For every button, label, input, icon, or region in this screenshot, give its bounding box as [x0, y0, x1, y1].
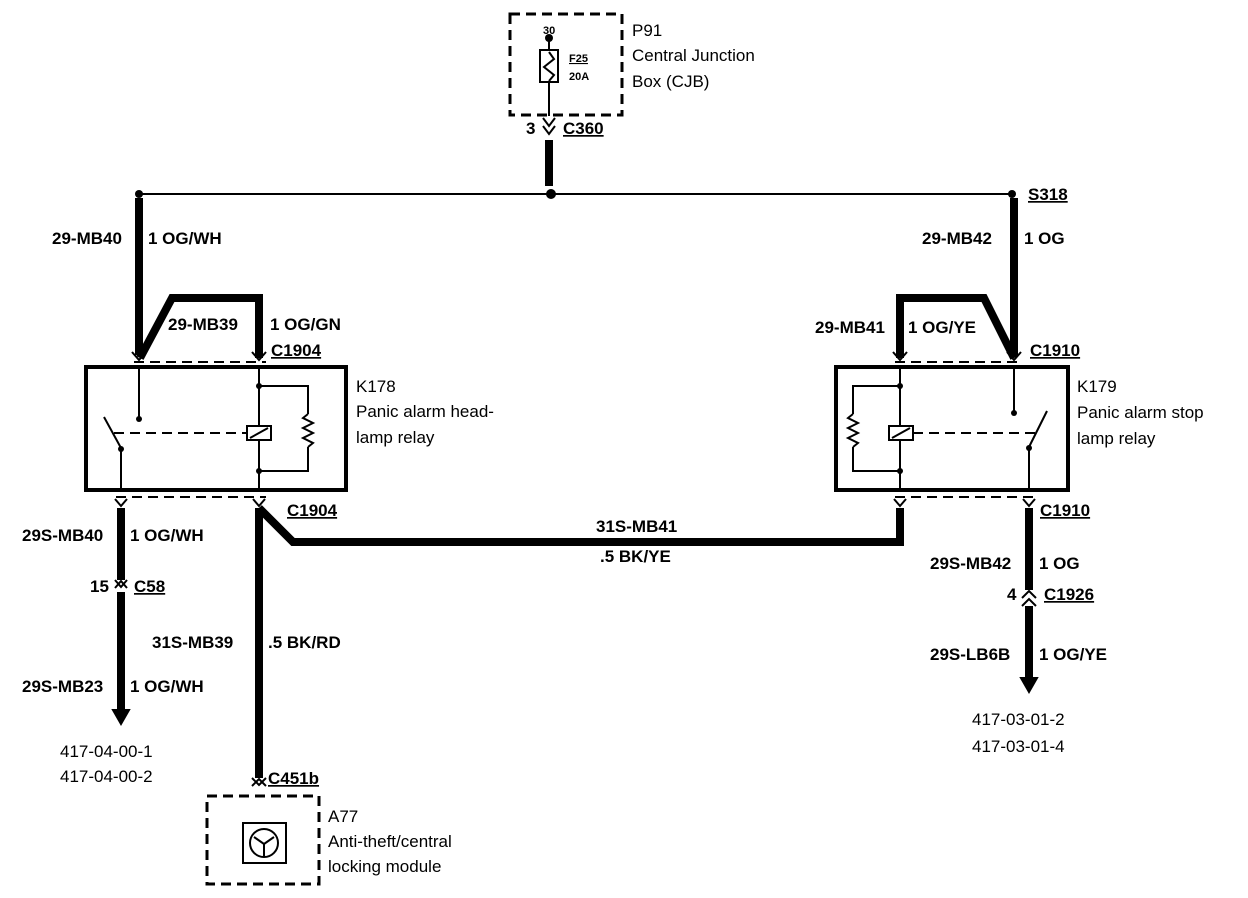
k178-name-line1: Panic alarm head- — [356, 402, 494, 421]
wire-spec-label: 1 OG/YE — [1039, 645, 1107, 664]
wire-circuit-label: 31S-MB41 — [596, 517, 677, 536]
wire-circuit-label: 29-MB41 — [815, 318, 885, 337]
fuse-pin-label: 30 — [543, 25, 555, 37]
c360-pin-label: 3 — [526, 119, 535, 138]
c58-connector: 15 C58 — [90, 577, 165, 596]
relay-k178: K178 Panic alarm head- lamp relay — [84, 365, 494, 492]
wire-spec-label: 1 OG/WH — [148, 229, 222, 248]
p91-name-line2: Box (CJB) — [632, 72, 709, 91]
c1904-top-label: C1904 — [271, 341, 322, 360]
p91-name-line1: Central Junction — [632, 46, 755, 65]
a77-id-label: A77 — [328, 807, 358, 826]
a77-name-line2: locking module — [328, 857, 441, 876]
wire-29-mb40: 29-MB40 1 OG/WH — [52, 198, 222, 355]
wire-29s-mb42: 29S-MB42 1 OG — [930, 508, 1080, 590]
wire-29-mb42: 29-MB42 1 OG — [922, 198, 1065, 355]
p91-id-label: P91 — [632, 21, 662, 40]
k179-id-label: K179 — [1077, 377, 1117, 396]
c1904-bottom-label: C1904 — [287, 501, 338, 520]
reference-label: 417-03-01-4 — [972, 737, 1065, 756]
c1910-top-label: C1910 — [1030, 341, 1080, 360]
s318-label: S318 — [1028, 185, 1068, 204]
c360-connector: 3 C360 — [526, 117, 604, 186]
c1910-top-connector: C1910 — [892, 341, 1080, 363]
c1904-bottom-connector: C1904 — [114, 496, 338, 520]
wire-circuit-label: 29S-LB6B — [930, 645, 1010, 664]
k179-name-line1: Panic alarm stop — [1077, 403, 1204, 422]
wire-circuit-label: 29-MB39 — [168, 315, 238, 334]
arrow-down-icon — [1019, 677, 1039, 695]
wire-circuit-label: 29-MB42 — [922, 229, 992, 248]
wire-29-mb41: 29-MB41 1 OG/YE — [815, 294, 1018, 360]
wire-spec-label: .5 BK/YE — [600, 547, 671, 566]
arrow-down-icon — [111, 709, 131, 727]
reference-label: 417-04-00-2 — [60, 767, 153, 786]
c1910-bottom-connector: C1910 — [893, 496, 1090, 520]
anti-theft-module: A77 Anti-theft/central locking module — [205, 794, 452, 886]
wire-29s-mb23: 29S-MB23 1 OG/WH — [22, 592, 204, 727]
module-icon — [242, 822, 287, 864]
c58-pin-label: 15 — [90, 577, 109, 596]
wire-29s-lb6b: 29S-LB6B 1 OG/YE — [930, 606, 1107, 695]
relay-k179: K179 Panic alarm stop lamp relay — [834, 365, 1204, 492]
wire-spec-label: 1 OG — [1039, 554, 1080, 573]
wire-circuit-label: 29S-MB42 — [930, 554, 1011, 573]
wire-29-mb39: 29-MB39 1 OG/GN — [136, 294, 341, 360]
a77-name-line1: Anti-theft/central — [328, 832, 452, 851]
k178-id-label: K178 — [356, 377, 396, 396]
wire-spec-label: .5 BK/RD — [268, 633, 341, 652]
reference-label: 417-03-01-2 — [972, 710, 1065, 729]
reference-label: 417-04-00-1 — [60, 742, 153, 761]
wire-circuit-label: 29S-MB40 — [22, 526, 103, 545]
wire-spec-label: 1 OG — [1024, 229, 1065, 248]
c451b-label: C451b — [268, 769, 319, 788]
fuse-rating-label: 20A — [569, 71, 589, 83]
fuse-icon — [539, 34, 559, 116]
c1904-top-connector: C1904 — [131, 341, 322, 363]
c1926-label: C1926 — [1044, 585, 1094, 604]
wire-31s-mb39: 31S-MB39 .5 BK/RD — [152, 508, 341, 778]
fuse-name-label: F25 — [569, 53, 588, 65]
wire-circuit-label: 29S-MB23 — [22, 677, 103, 696]
wire-circuit-label: 31S-MB39 — [152, 633, 233, 652]
wire-29s-mb40: 29S-MB40 1 OG/WH — [22, 508, 204, 580]
c58-label: C58 — [134, 577, 165, 596]
bus-line: S318 — [135, 185, 1068, 204]
wire-spec-label: 1 OG/WH — [130, 677, 204, 696]
c360-label: C360 — [563, 119, 604, 138]
c1910-bottom-label: C1910 — [1040, 501, 1090, 520]
wire-spec-label: 1 OG/GN — [270, 315, 341, 334]
wire-circuit-label: 29-MB40 — [52, 229, 122, 248]
k179-name-line2: lamp relay — [1077, 429, 1156, 448]
wire-31s-mb41: 31S-MB41 .5 BK/YE — [256, 505, 904, 566]
wire-spec-label: 1 OG/YE — [908, 318, 976, 337]
central-junction-box: 30 F25 20A P91 Central Junction Box (CJB… — [508, 12, 755, 117]
c1926-pin-label: 4 — [1007, 585, 1017, 604]
wire-spec-label: 1 OG/WH — [130, 526, 204, 545]
k178-name-line2: lamp relay — [356, 428, 435, 447]
c1926-connector: 4 C1926 — [1007, 585, 1094, 607]
c451b-connector: C451b — [251, 769, 319, 788]
